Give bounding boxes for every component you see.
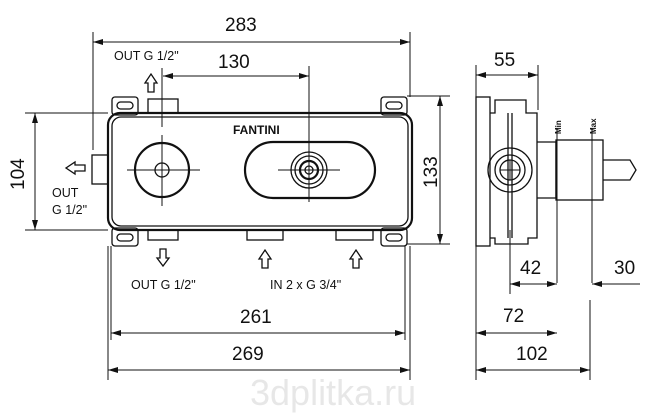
svg-text:133: 133 (421, 156, 442, 188)
label-max: Max (589, 118, 598, 134)
dimension-261: 261 (110, 246, 406, 340)
svg-text:72: 72 (503, 306, 524, 327)
dimension-30: 30 (592, 258, 640, 287)
svg-text:102: 102 (516, 344, 548, 365)
dimension-104: 104 (8, 112, 108, 231)
label-out-bottom: OUT G 1/2" (131, 278, 196, 292)
dimension-269: 269 (107, 246, 411, 380)
dimension-72: 72 (475, 246, 557, 380)
body-outline (106, 111, 414, 232)
dimension-130: 130 (163, 52, 309, 79)
dimension-55: 55 (475, 50, 539, 110)
mounting-tabs (111, 96, 408, 247)
dimension-42: 42 (509, 230, 557, 294)
arrow-up-icon (348, 248, 364, 269)
label-in-bottom: IN 2 x G 3/4" (270, 278, 341, 292)
svg-text:283: 283 (225, 15, 257, 36)
watermark: 3dplitka.ru (250, 372, 416, 413)
svg-text:104: 104 (8, 158, 29, 190)
arrow-left-icon (64, 160, 86, 176)
svg-text:269: 269 (232, 344, 264, 365)
diverter-outlet (127, 68, 200, 206)
label-out-left-1: OUT (52, 186, 79, 200)
dimension-102: 102 (476, 300, 591, 380)
side-view: Min Max (475, 96, 637, 283)
brand-logo: FANTINI (233, 123, 280, 137)
svg-text:261: 261 (240, 307, 272, 328)
label-min: Min (554, 120, 563, 134)
svg-text:42: 42 (520, 258, 541, 279)
svg-text:30: 30 (614, 258, 635, 279)
label-out-left-2: G 1/2" (52, 203, 87, 217)
svg-text:130: 130 (218, 52, 250, 73)
arrow-down-icon (155, 248, 171, 268)
dimension-283: 283 (92, 15, 411, 150)
svg-text:55: 55 (494, 50, 515, 71)
front-view: FANTINI (91, 66, 414, 247)
dimension-133: 133 (407, 95, 450, 245)
label-out-top: OUT G 1/2" (114, 49, 179, 63)
valve-cartridge (243, 66, 377, 202)
arrow-up-icon (143, 72, 159, 93)
arrow-up-icon (257, 248, 273, 269)
